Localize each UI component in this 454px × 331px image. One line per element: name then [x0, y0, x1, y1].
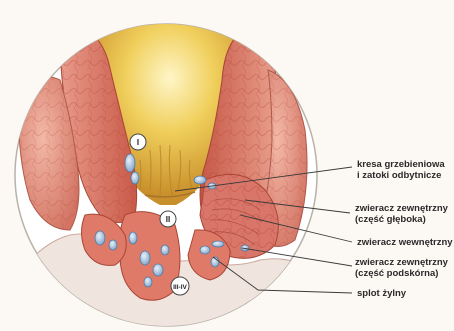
label-external-deep: zwieracz zewnętrzny (część głęboka)	[355, 203, 448, 225]
label-external-subcutaneous: zwieracz zewnętrzny (część podskórna)	[355, 257, 448, 279]
label-internal-sphincter: zwieracz wewnętrzny	[357, 237, 453, 248]
svg-text:III-IV: III-IV	[173, 284, 187, 291]
grade-marker-3-4: III-IV	[171, 277, 189, 295]
svg-text:II: II	[166, 215, 170, 224]
grade-marker-2: II	[160, 211, 176, 227]
svg-text:I: I	[137, 138, 139, 147]
label-venous-plexus: splot żylny	[357, 288, 406, 299]
grade-marker-1: I	[130, 134, 146, 150]
label-crest: kresa grzebieniowa i zatoki odbytnicze	[357, 159, 445, 181]
